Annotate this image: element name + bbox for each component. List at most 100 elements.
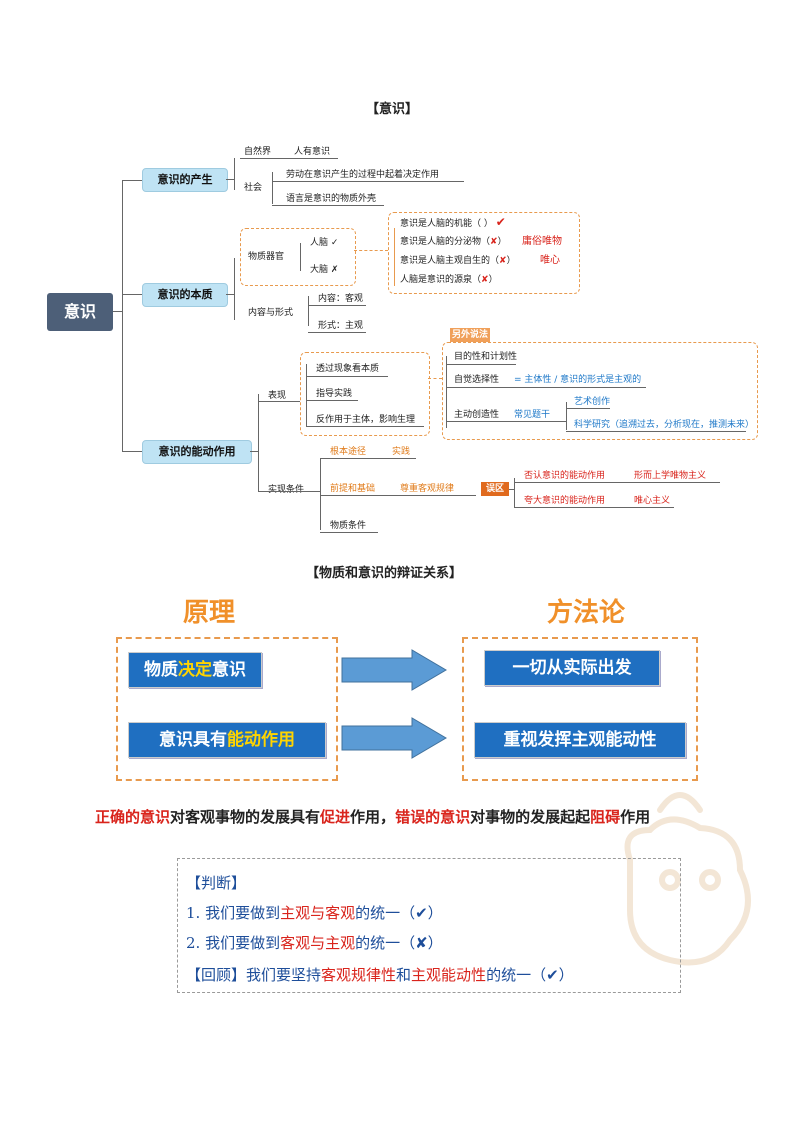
role-m2-value: 唯心主义 <box>634 496 671 506</box>
role-c2: 前提和基础 <box>330 484 376 494</box>
right-arrow-icon <box>341 717 447 759</box>
connector <box>394 228 395 286</box>
essence-content: 内容：客观 <box>318 294 364 304</box>
principle-matter-decides: 物质决定意识 <box>128 652 262 688</box>
connector <box>320 495 476 496</box>
principle-heading: 原理 <box>183 598 236 628</box>
section-title-consciousness: 【意识】 <box>366 102 419 117</box>
connector <box>122 180 123 452</box>
role-o3-sub: 常见题干 <box>514 410 551 420</box>
methodology-heading: 方法论 <box>547 598 626 628</box>
judgement-box <box>177 858 681 993</box>
connector <box>258 394 259 492</box>
role-c2-value: 尊重客观规律 <box>400 484 455 494</box>
other-sayings-tag: 另外说法 <box>450 328 490 342</box>
connector <box>122 451 142 452</box>
methodology-box <box>462 637 698 781</box>
connector <box>240 158 338 159</box>
connector <box>258 491 320 492</box>
role-p2: 指导实践 <box>316 389 353 399</box>
role-p1: 透过现象看本质 <box>316 364 380 374</box>
role-c1: 根本途径 <box>330 447 367 457</box>
node-role: 意识的能动作用 <box>142 440 252 464</box>
essence-q2-note: 庸俗唯物 <box>522 236 562 247</box>
connector <box>514 482 720 483</box>
role-o1: 目的性和计划性 <box>454 352 518 362</box>
connector <box>250 451 258 452</box>
connector <box>272 205 384 206</box>
node-essence: 意识的本质 <box>142 283 228 307</box>
connector <box>320 458 416 459</box>
role-perf: 表现 <box>268 391 287 401</box>
role-m2: 夸大意识的能动作用 <box>524 496 606 506</box>
origin-nature: 自然界 <box>244 147 272 157</box>
essence-monkey: 大脑 ✗ <box>310 265 339 275</box>
connector <box>566 402 567 430</box>
correct-wrong-statement: 正确的意识对客观事物的发展具有促进作用，错误的意识对事物的发展起起阻碍作用 <box>95 808 651 826</box>
role-o2: 自觉选择性 <box>454 375 500 385</box>
essence-q3-note: 唯心 <box>540 255 560 266</box>
connector <box>514 478 515 508</box>
connector <box>446 421 566 422</box>
connector <box>514 507 674 508</box>
dashed-link <box>428 378 442 379</box>
role-o3-b: 科学研究（追溯过去，分析现在，推测未来） <box>574 420 755 430</box>
method-from-reality: 一切从实际出发 <box>484 650 660 686</box>
role-o3-a: 艺术创作 <box>574 397 611 407</box>
role-c1-value: 实践 <box>392 447 411 457</box>
role-o2-eq: = 主体性 / 意识的形式是主观的 <box>514 375 642 385</box>
connector <box>566 431 746 432</box>
section-title-relationship: 【物质和意识的辩证关系】 <box>306 566 463 581</box>
root-node: 意识 <box>47 293 113 331</box>
method-subjective-initiative: 重视发挥主观能动性 <box>474 722 686 758</box>
principle-box <box>116 637 338 781</box>
role-m1: 否认意识的能动作用 <box>524 471 606 481</box>
connector <box>226 294 234 295</box>
organ-dashed-box <box>240 228 356 286</box>
judgement-review-line: 【回顾】我们要坚持客观规律性和主观能动性的统一（✔） <box>186 966 574 984</box>
origin-society: 社会 <box>244 183 263 193</box>
essence-organ: 物质器官 <box>248 252 285 262</box>
connector <box>308 332 366 333</box>
essence-judgement-box <box>388 212 580 294</box>
connector <box>306 426 424 427</box>
connector <box>446 356 447 428</box>
role-cond: 实现条件 <box>268 485 305 495</box>
origin-nature-value: 人有意识 <box>294 147 331 157</box>
connector <box>446 387 646 388</box>
connector <box>122 294 142 295</box>
role-o3: 主动创造性 <box>454 410 500 420</box>
connector <box>306 376 388 377</box>
essence-content-form: 内容与形式 <box>248 308 294 318</box>
origin-society-1: 劳动在意识产生的过程中起着决定作用 <box>286 170 440 180</box>
principle-consciousness-active: 意识具有能动作用 <box>128 722 326 758</box>
essence-human: 人脑 ✓ <box>310 238 339 248</box>
judgement-title: 【判断】 <box>186 874 247 892</box>
role-c3: 物质条件 <box>330 521 367 531</box>
right-arrow-icon <box>341 649 447 691</box>
node-origin: 意识的产生 <box>142 168 228 192</box>
connector <box>272 172 273 204</box>
connector <box>272 181 464 182</box>
connector <box>258 401 300 402</box>
connector <box>308 305 366 306</box>
judgement-line-2: 2. 我们要做到客观与主观的统一（✘） <box>186 934 443 952</box>
perf-dashed-box <box>300 352 430 436</box>
mascot-watermark-icon <box>624 792 751 966</box>
connector <box>234 158 235 190</box>
essence-form: 形式：主观 <box>318 321 364 331</box>
role-p3: 反作用于主体，影响生理 <box>316 415 416 425</box>
essence-q2: 意识是人脑的分泌物（✘） <box>400 237 507 247</box>
connector <box>509 489 514 490</box>
connector <box>306 400 358 401</box>
connector <box>122 180 142 181</box>
connector <box>234 258 235 320</box>
connector <box>113 311 123 312</box>
connector <box>306 364 307 426</box>
connector <box>308 296 309 326</box>
connector <box>320 458 321 530</box>
essence-q4: 人脑是意识的源泉（✘） <box>400 275 498 285</box>
connector <box>566 408 610 409</box>
misconception-tag: 误区 <box>481 482 509 496</box>
other-sayings-box <box>442 342 758 440</box>
